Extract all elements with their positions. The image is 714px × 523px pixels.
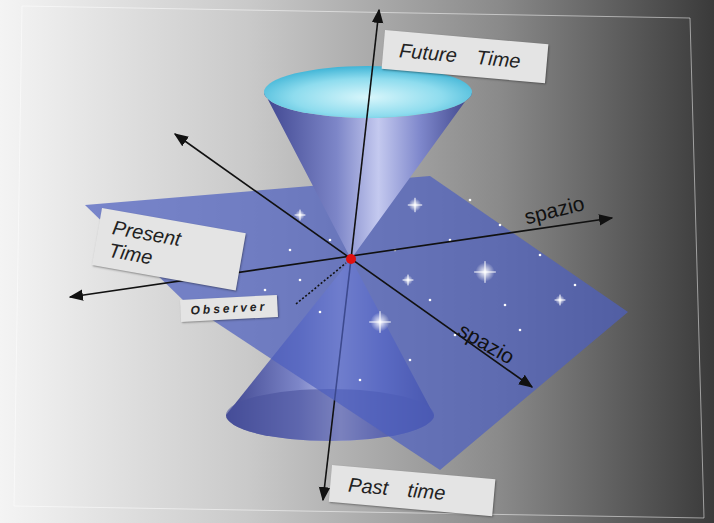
star xyxy=(499,224,502,227)
star xyxy=(329,239,332,242)
star xyxy=(409,359,412,362)
star xyxy=(295,210,306,221)
star xyxy=(519,329,522,332)
star xyxy=(359,379,362,382)
star xyxy=(408,198,422,212)
star xyxy=(539,254,542,257)
star xyxy=(504,304,507,307)
star xyxy=(369,311,391,333)
star xyxy=(555,295,565,305)
star xyxy=(429,299,432,302)
stars xyxy=(219,198,577,382)
label-box: Past time xyxy=(329,465,496,516)
time-axis xyxy=(351,10,379,259)
box-text: Past time xyxy=(347,474,477,508)
star xyxy=(403,275,413,285)
star xyxy=(264,289,267,292)
star xyxy=(319,311,322,314)
box-text: Future Time xyxy=(398,39,532,73)
observer-point xyxy=(346,254,356,264)
leader-line xyxy=(296,263,346,304)
card-frame xyxy=(14,6,704,518)
star xyxy=(409,199,422,212)
star xyxy=(474,261,496,283)
future-cone xyxy=(264,66,472,259)
star xyxy=(299,279,302,282)
star xyxy=(295,210,305,220)
star xyxy=(555,295,566,306)
star xyxy=(469,199,472,202)
box-text: Observer xyxy=(190,299,267,317)
box-text: Present Time xyxy=(107,216,213,279)
star xyxy=(403,275,414,286)
star xyxy=(289,249,292,252)
star xyxy=(574,284,577,287)
